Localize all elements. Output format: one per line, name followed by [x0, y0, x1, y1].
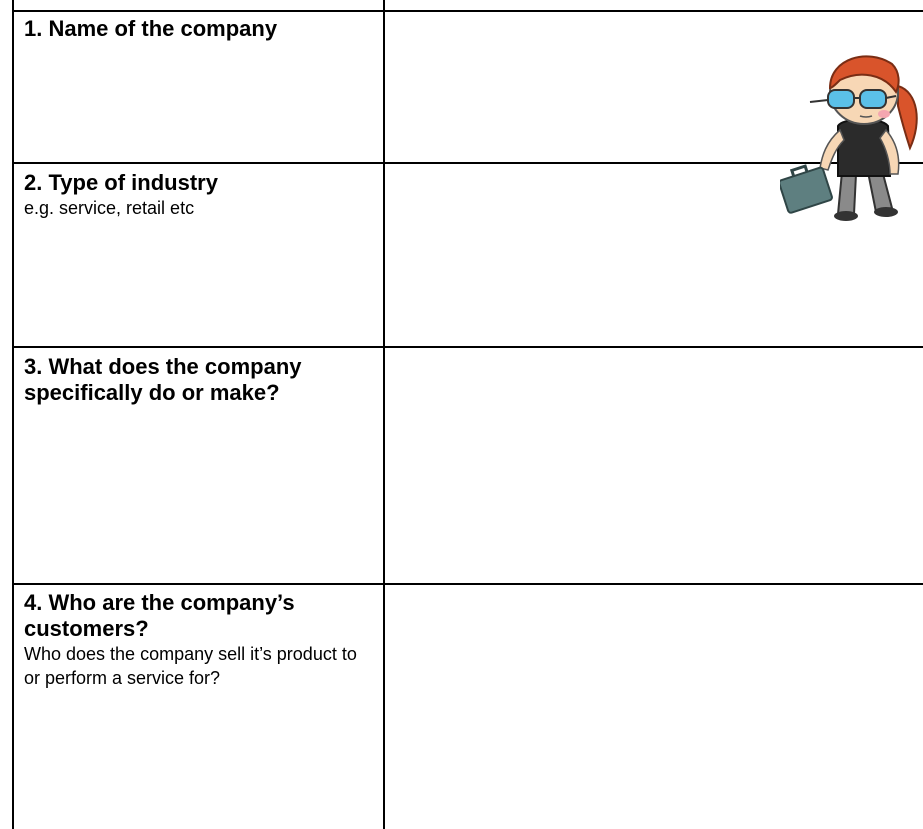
question-title: 4. Who are the company’s customers?	[24, 590, 295, 641]
row-divider	[12, 346, 923, 348]
answer-cell-company-activity[interactable]	[385, 348, 923, 583]
businesswoman-cartoon-icon	[778, 44, 923, 224]
question-hint: Who does the company sell it’s product t…	[24, 644, 357, 688]
question-title: 3. What does the company specifically do…	[24, 354, 302, 405]
question-cell-industry-type: 2. Type of industry e.g. service, retail…	[24, 170, 374, 220]
question-cell-company-name: 1. Name of the company	[24, 16, 374, 42]
table-column-divider	[383, 0, 385, 829]
table-border-left	[12, 0, 14, 829]
question-title: 1. Name of the company	[24, 16, 278, 41]
question-cell-company-activity: 3. What does the company specifically do…	[24, 354, 374, 406]
answer-cell-customers[interactable]	[385, 585, 923, 829]
question-cell-customers: 4. Who are the company’s customers? Who …	[24, 590, 374, 690]
question-title: 2. Type of industry	[24, 170, 218, 195]
table-border-top	[12, 10, 923, 12]
row-divider	[12, 162, 923, 164]
row-divider	[12, 583, 923, 585]
question-hint: e.g. service, retail etc	[24, 198, 195, 218]
